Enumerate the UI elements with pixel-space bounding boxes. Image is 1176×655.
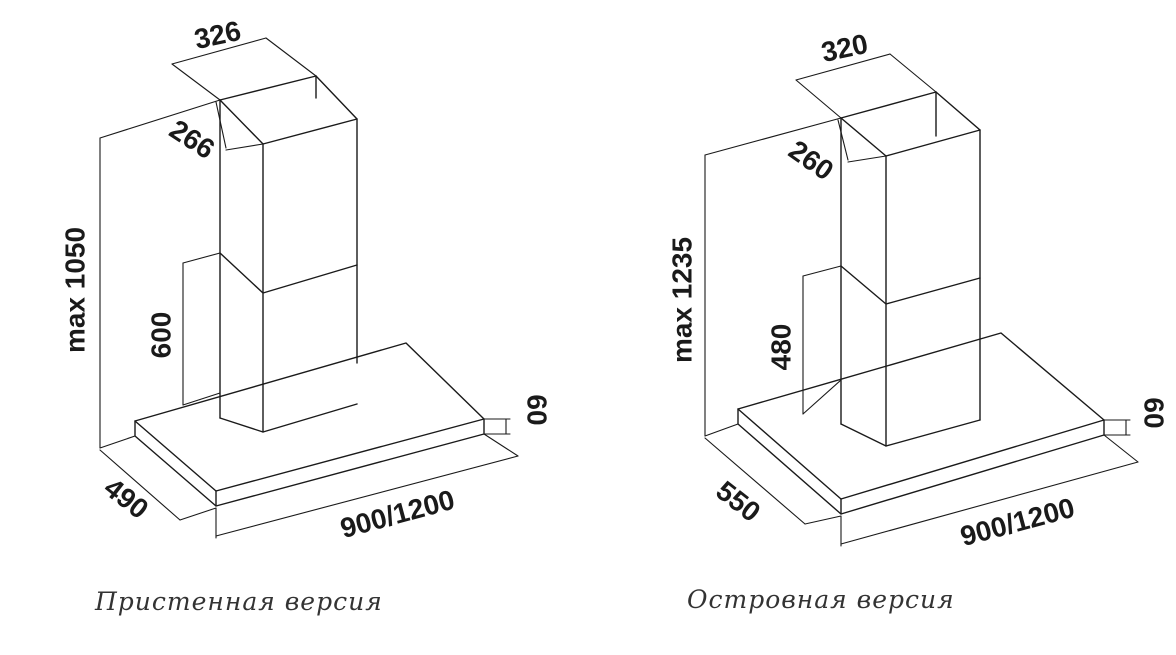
wall-chimney-depth-label: 266 [164, 114, 220, 165]
island-canopy-depth-label: 550 [710, 475, 766, 528]
wall-version-caption: Пристенная версия [94, 587, 383, 616]
wall-hood-figure: 326 266 max 1050 600 60 490 900/1200 При… [59, 15, 552, 616]
wall-hood-chimney [219, 75, 358, 433]
island-version-caption: Островная версия [687, 585, 955, 614]
wall-hood-dimension-lines [99, 37, 519, 539]
wall-lower-chimney-label: 600 [145, 312, 176, 359]
island-canopy-width-label: 900/1200 [957, 492, 1078, 552]
island-canopy-thickness-label: 60 [1139, 397, 1170, 428]
wall-canopy-depth-label: 490 [98, 472, 154, 525]
island-lower-chimney-label: 480 [765, 324, 796, 371]
wall-max-height-label: max 1050 [59, 227, 90, 353]
wall-canopy-width-label: 900/1200 [337, 484, 458, 544]
island-hood-dimension-labels: 320 260 max 1235 480 60 550 900/1200 [666, 28, 1169, 552]
island-hood-chimney [840, 91, 981, 447]
island-chimney-depth-label: 260 [783, 134, 839, 186]
island-hood-dimension-lines [704, 53, 1139, 547]
wall-canopy-thickness-label: 60 [522, 394, 553, 425]
wall-chimney-width-label: 326 [191, 15, 243, 55]
island-max-height-label: max 1235 [666, 237, 697, 363]
island-hood-figure: 320 260 max 1235 480 60 550 900/1200 Ост… [666, 28, 1169, 614]
wall-hood-canopy [134, 342, 485, 507]
